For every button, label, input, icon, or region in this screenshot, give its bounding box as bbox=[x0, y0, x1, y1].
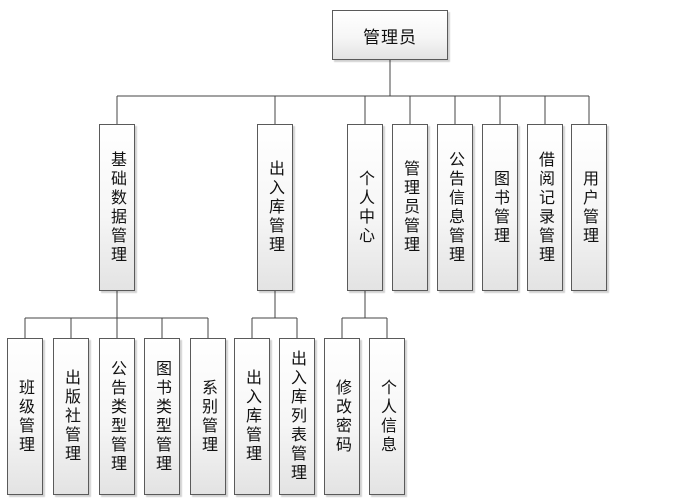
module-label: 管理员管理 bbox=[401, 160, 420, 255]
child-label: 班级管理 bbox=[16, 378, 35, 455]
child-book-type-management: 图书类型管理 bbox=[144, 338, 180, 495]
child-class-management: 班级管理 bbox=[7, 338, 43, 495]
child-announcement-type-management: 公告类型管理 bbox=[99, 338, 135, 495]
module-stock-in-out: 出入库管理 bbox=[257, 124, 293, 291]
module-label: 借阅记录管理 bbox=[536, 150, 555, 265]
module-personal-center: 个人中心 bbox=[347, 124, 383, 291]
child-stock-in-out-management: 出入库管理 bbox=[234, 338, 270, 495]
module-books: 图书管理 bbox=[482, 124, 518, 291]
child-stock-list-management: 出入库列表管理 bbox=[279, 338, 315, 495]
child-label: 出入库管理 bbox=[243, 369, 262, 464]
child-label: 个人信息 bbox=[378, 378, 397, 455]
child-label: 出入库列表管理 bbox=[288, 350, 307, 483]
child-department-management: 系别管理 bbox=[190, 338, 226, 495]
module-label: 图书管理 bbox=[491, 169, 510, 246]
module-label: 出入库管理 bbox=[266, 160, 285, 255]
module-basic-data: 基础数据管理 bbox=[99, 124, 135, 291]
module-admin-management: 管理员管理 bbox=[392, 124, 428, 291]
child-label: 出版社管理 bbox=[62, 369, 81, 464]
module-borrow-records: 借阅记录管理 bbox=[527, 124, 563, 291]
child-change-password: 修改密码 bbox=[324, 338, 360, 495]
root-label: 管理员 bbox=[363, 27, 417, 48]
child-label: 图书类型管理 bbox=[153, 359, 172, 474]
module-announcement: 公告信息管理 bbox=[437, 124, 473, 291]
module-users: 用户管理 bbox=[571, 124, 607, 291]
module-label: 公告信息管理 bbox=[446, 150, 465, 265]
module-label: 基础数据管理 bbox=[108, 150, 127, 265]
root-node: 管理员 bbox=[332, 10, 448, 60]
child-label: 公告类型管理 bbox=[108, 359, 127, 474]
module-label: 用户管理 bbox=[580, 169, 599, 246]
child-personal-info: 个人信息 bbox=[369, 338, 405, 495]
child-label: 修改密码 bbox=[333, 378, 352, 455]
child-publisher-management: 出版社管理 bbox=[53, 338, 89, 495]
module-label: 个人中心 bbox=[356, 169, 375, 246]
child-label: 系别管理 bbox=[199, 378, 218, 455]
